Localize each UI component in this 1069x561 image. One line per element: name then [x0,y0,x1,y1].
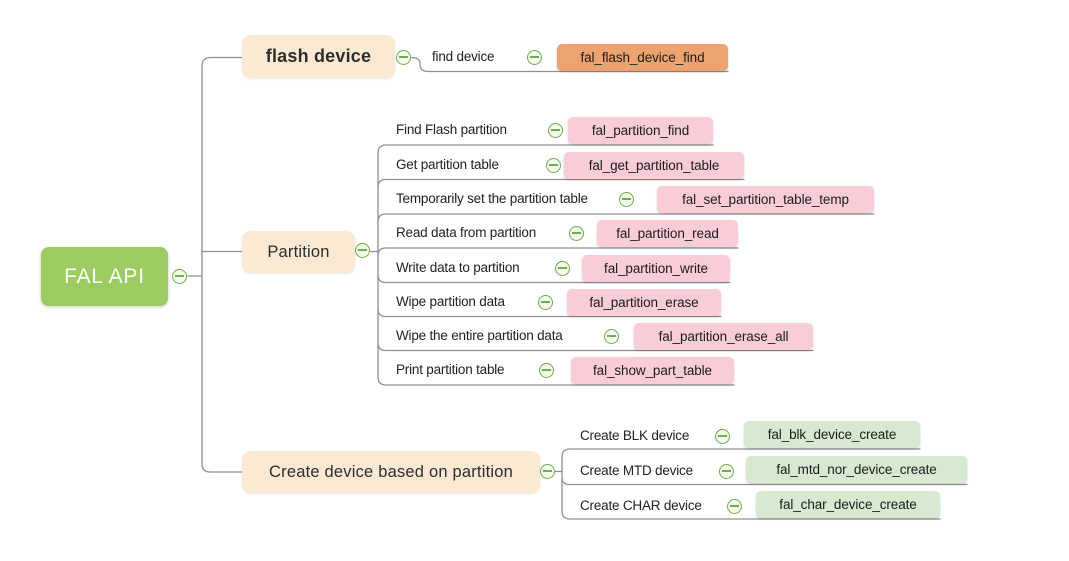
code-label: fal_partition_read [616,226,719,241]
code-label: fal_show_part_table [593,363,712,378]
code-label: fal_char_device_create [779,497,917,512]
code-label: fal_mtd_nor_device_create [776,462,937,477]
collapse-icon[interactable] [719,464,734,479]
collapse-icon[interactable] [538,295,553,310]
collapse-icon[interactable] [727,499,742,514]
node-create-device-based-on-partition[interactable]: Create device based on partition [242,451,540,493]
collapse-icon[interactable] [527,50,542,65]
node-fal-api[interactable]: FAL API [41,247,168,306]
collapse-icon[interactable] [555,261,570,276]
collapse-icon[interactable] [604,329,619,344]
collapse-icon[interactable] [539,363,554,378]
node-print-partition-table[interactable]: Print partition table [396,362,505,377]
node-fal-char-device-create[interactable]: fal_char_device_create [756,491,940,518]
code-label: fal_get_partition_table [588,158,720,173]
collapse-icon[interactable] [172,269,187,284]
node-create-blk-device[interactable]: Create BLK device [580,428,690,443]
node-fal-api-label: FAL API [64,264,145,288]
code-label: fal_flash_device_find [580,50,705,65]
node-temporarily-set-partition-table[interactable]: Temporarily set the partition table [396,191,588,206]
node-fal-blk-device-create[interactable]: fal_blk_device_create [744,421,920,448]
code-label: fal_partition_find [591,123,690,138]
node-get-partition-table[interactable]: Get partition table [396,157,499,172]
node-create-device-label: Create device based on partition [269,462,513,481]
node-wipe-partition-data[interactable]: Wipe partition data [396,294,505,309]
collapse-icon[interactable] [715,429,730,444]
node-create-char-device[interactable]: Create CHAR device [580,498,702,513]
node-partition-label: Partition [267,242,330,261]
node-fal-partition-erase-all[interactable]: fal_partition_erase_all [634,323,813,350]
node-flash-device[interactable]: flash device [242,35,395,78]
node-fal-flash-device-find[interactable]: fal_flash_device_find [557,44,728,71]
code-label: fal_partition_write [604,261,708,276]
node-find-flash-partition[interactable]: Find Flash partition [396,122,507,137]
collapse-icon[interactable] [619,192,634,207]
node-fal-get-partition-table[interactable]: fal_get_partition_table [564,152,744,179]
node-find-device[interactable]: find device [432,49,495,64]
node-fal-partition-erase[interactable]: fal_partition_erase [567,289,721,316]
node-fal-partition-read[interactable]: fal_partition_read [597,220,738,247]
node-partition[interactable]: Partition [242,231,355,273]
collapse-icon[interactable] [355,243,370,258]
collapse-icon[interactable] [546,158,561,173]
code-label: fal_blk_device_create [767,427,897,442]
node-fal-partition-write[interactable]: fal_partition_write [582,255,730,282]
node-fal-show-part-table[interactable]: fal_show_part_table [571,357,734,384]
node-read-data-from-partition[interactable]: Read data from partition [396,225,537,240]
code-label: fal_partition_erase [589,295,699,310]
node-fal-partition-find[interactable]: fal_partition_find [568,117,713,144]
code-label: fal_partition_erase_all [658,329,789,344]
collapse-icon[interactable] [396,50,411,65]
code-label: fal_set_partition_table_temp [682,192,849,207]
collapse-icon[interactable] [540,464,555,479]
node-write-data-to-partition[interactable]: Write data to partition [396,260,520,275]
collapse-icon[interactable] [569,226,584,241]
collapse-icon[interactable] [548,123,563,138]
node-create-mtd-device[interactable]: Create MTD device [580,463,693,478]
node-wipe-entire-partition-data[interactable]: Wipe the entire partition data [396,328,563,343]
node-fal-mtd-nor-device-create[interactable]: fal_mtd_nor_device_create [746,456,967,483]
node-fal-set-partition-table-temp[interactable]: fal_set_partition_table_temp [657,186,874,213]
node-flash-device-label: flash device [265,46,372,66]
